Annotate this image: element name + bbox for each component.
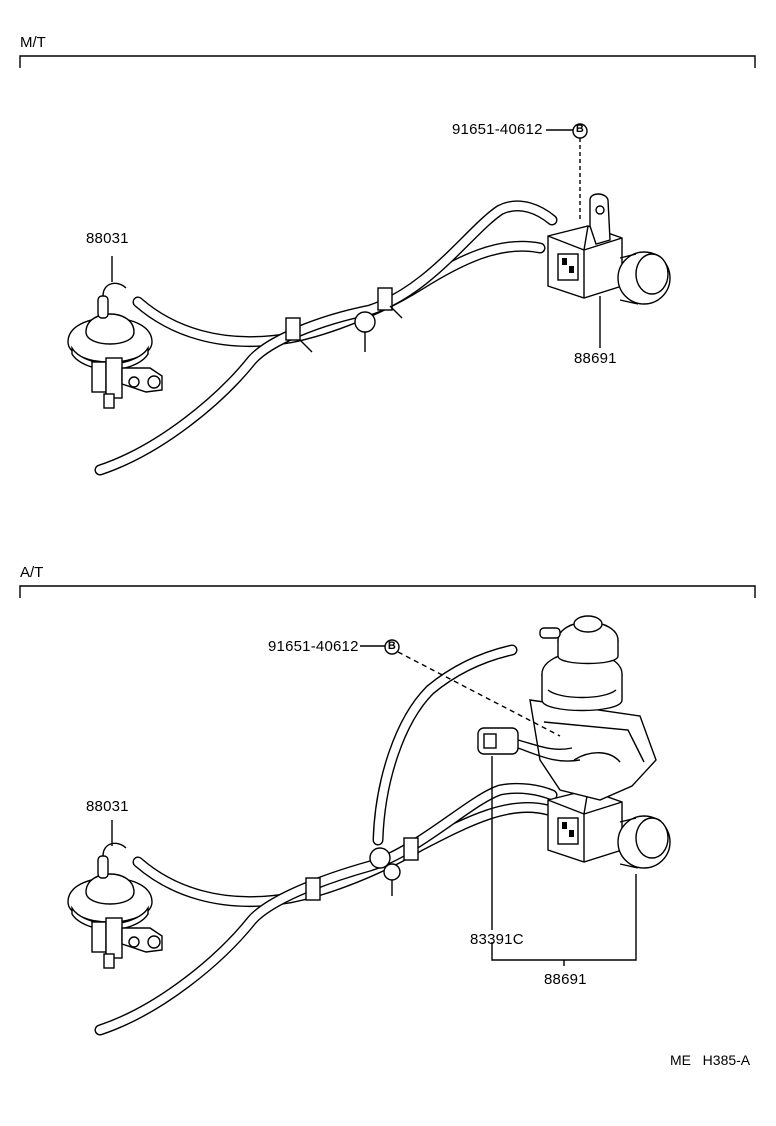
at-sensor-part-number: 83391C (470, 931, 524, 948)
at-bolt-marker: B (387, 640, 397, 652)
mt-bolt-marker: B (575, 123, 585, 135)
at-actuator-part-number: 88031 (86, 798, 129, 815)
diagram-code: ME H385-A (670, 1052, 751, 1068)
at-vsv-part-number: 88691 (544, 971, 587, 988)
mt-actuator-part-number: 88031 (86, 230, 129, 247)
mt-bolt-part-number: 91651-40612 (452, 121, 543, 138)
mt-vsv-part-number: 88691 (574, 350, 617, 367)
at-bolt-part-number: 91651-40612 (268, 638, 359, 655)
section-title-at: A/T (20, 564, 44, 581)
section-title-mt: M/T (20, 34, 46, 51)
